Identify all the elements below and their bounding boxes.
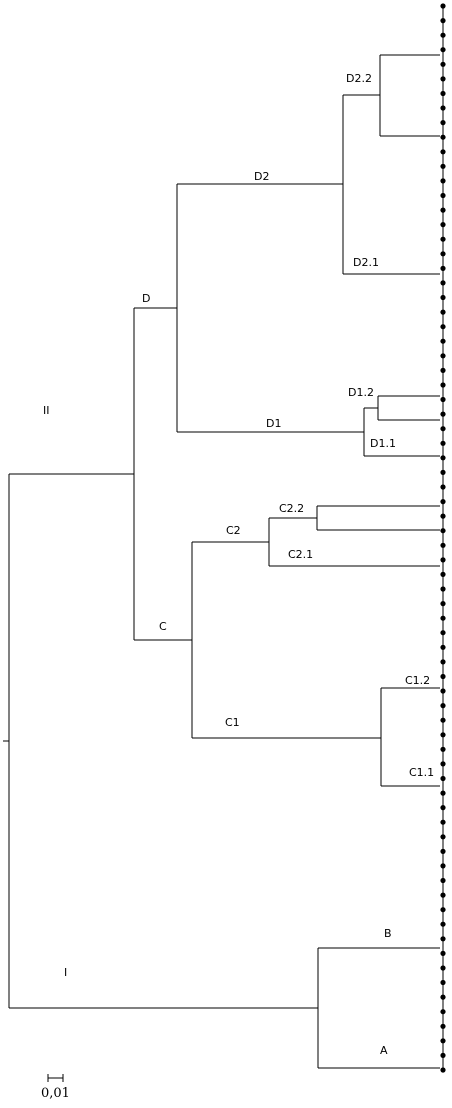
leaf-dot: [440, 61, 446, 67]
leaf-dot: [440, 557, 446, 563]
leaf-dot: [440, 1009, 446, 1015]
leaf-dot: [440, 411, 446, 417]
leaf-dot: [440, 528, 446, 534]
leaf-dot: [440, 251, 446, 257]
leaf-dot: [440, 703, 446, 709]
leaf-dot: [440, 907, 446, 913]
leaf-dot: [440, 484, 446, 490]
leaf-dot: [440, 18, 446, 24]
leaf-dot: [440, 630, 446, 636]
leaf-dot: [440, 615, 446, 621]
leaf-dot: [440, 47, 446, 53]
leaf-dot: [440, 761, 446, 767]
scale-bar-label: 0,01: [41, 1086, 70, 1101]
leaf-dot: [440, 353, 446, 359]
leaf-dot: [440, 834, 446, 840]
label-C2: C2: [226, 524, 241, 537]
leaf-dot: [440, 440, 446, 446]
label-A: A: [380, 1044, 388, 1057]
leaf-dot: [440, 309, 446, 315]
leaf-dot: [440, 994, 446, 1000]
leaf-dot: [440, 338, 446, 344]
leaf-column: [440, 3, 446, 1073]
leaf-dot: [440, 294, 446, 301]
leaf-dot: [440, 601, 446, 607]
leaf-dot: [440, 265, 446, 271]
leaf-dot: [440, 586, 446, 592]
leaf-dot: [440, 455, 446, 461]
leaf-dot: [440, 819, 446, 825]
leaf-dot: [440, 120, 446, 126]
leaf-dot: [440, 717, 446, 723]
leaf-dot: [440, 163, 446, 169]
label-B: B: [384, 927, 392, 940]
label-C2-1: C2.1: [288, 548, 313, 561]
leaf-dot: [440, 1052, 446, 1058]
leaf-dot: [440, 848, 446, 855]
leaf-dot: [440, 1067, 446, 1073]
leaf-dot: [440, 76, 446, 82]
leaf-dot: [440, 950, 446, 957]
leaf-dot: [440, 513, 446, 519]
leaf-dot: [440, 732, 446, 738]
leaf-dot: [440, 673, 446, 680]
leaf-dot: [440, 805, 446, 811]
leaf-dot: [440, 324, 446, 330]
label-group-II: II: [43, 404, 50, 417]
leaf-dot: [440, 134, 446, 140]
leaf-dot: [440, 936, 446, 942]
leaf-dot: [440, 921, 446, 927]
leaf-dot: [440, 192, 446, 199]
leaf-dot: [440, 571, 446, 578]
leaf-dot: [440, 90, 446, 97]
leaf-dot: [440, 1023, 446, 1029]
label-C2-2: C2.2: [279, 502, 304, 515]
leaf-dot: [440, 32, 446, 38]
label-C: C: [159, 620, 167, 633]
label-D1-1: D1.1: [370, 437, 396, 450]
leaf-dot: [440, 499, 446, 505]
leaf-dot: [440, 280, 446, 286]
leaf-dot: [440, 3, 446, 9]
leaf-dot: [440, 1038, 446, 1044]
leaf-dot: [440, 863, 446, 869]
leaf-dot: [440, 469, 446, 475]
leaf-dot: [440, 688, 446, 694]
leaf-dot: [440, 396, 446, 403]
leaf-dot: [440, 965, 446, 971]
leaf-dot: [440, 746, 446, 752]
label-D: D: [142, 292, 150, 305]
leaf-dot: [440, 892, 446, 898]
leaf-dot: [440, 367, 446, 373]
leaf-dot: [440, 178, 446, 184]
label-D1-2: D1.2: [348, 386, 374, 399]
leaf-dot: [440, 426, 446, 432]
leaf-dot: [440, 877, 446, 884]
label-group-I: I: [64, 966, 67, 979]
leaf-dot: [440, 149, 446, 155]
label-C1-2: C1.2: [405, 674, 430, 687]
leaf-dot: [440, 659, 446, 665]
label-D2: D2: [254, 170, 269, 183]
leaf-dot: [440, 105, 446, 111]
leaf-dot: [440, 790, 446, 796]
leaf-dot: [440, 207, 446, 213]
label-C1-1: C1.1: [409, 766, 434, 779]
leaf-dot: [440, 775, 446, 782]
label-D2-2: D2.2: [346, 72, 372, 85]
leaf-dot: [440, 382, 446, 388]
leaf-dot: [440, 644, 446, 650]
leaf-dot: [440, 236, 446, 242]
leaf-dot: [440, 542, 446, 548]
label-D2-1: D2.1: [353, 256, 379, 269]
scale-bar: 0,01: [41, 1074, 70, 1101]
leaf-dot: [440, 222, 446, 228]
leaf-dot: [440, 979, 446, 986]
label-C1: C1: [225, 716, 240, 729]
label-D1: D1: [266, 417, 281, 430]
